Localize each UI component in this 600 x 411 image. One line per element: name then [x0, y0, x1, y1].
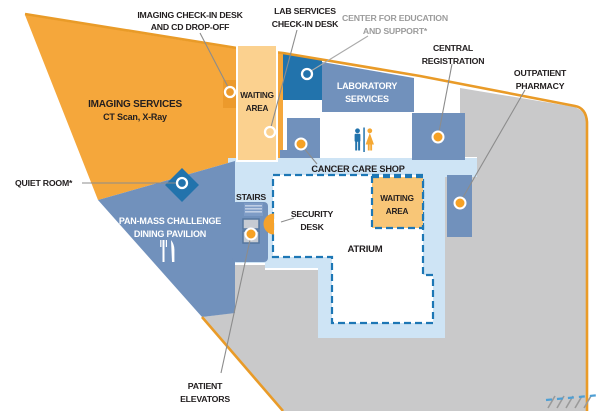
label-atrium: ATRIUM [347, 244, 382, 255]
label-outpatient-pharmacy-2: PHARMACY [516, 81, 565, 91]
label-laboratory-services-2: SERVICES [345, 94, 389, 104]
building-border-top [24, 12, 589, 411]
imaging-check-in-marker [223, 85, 237, 99]
label-cancer-care-shop: CANCER CARE SHOP [311, 164, 404, 174]
leader-security-desk [280, 217, 295, 223]
label-central-registration-1: CENTRAL [433, 43, 474, 53]
security-desk-icon [263, 213, 274, 235]
building-border-bottomleft [201, 316, 284, 411]
label-quiet-room: QUIET ROOM* [15, 178, 73, 188]
label-central-registration-2: REGISTRATION [422, 56, 485, 66]
hatch-mark [545, 393, 600, 409]
label-patient-elevators-2: ELEVATORS [180, 394, 230, 404]
dining-icon [160, 240, 175, 262]
label-center-education-1: CENTER FOR EDUCATION [342, 13, 448, 23]
label-waiting-imaging-1: WAITING [240, 91, 274, 100]
label-waiting-imaging-2: AREA [246, 104, 269, 113]
cancer-care-shop-marker [294, 137, 308, 151]
label-waiting-atrium-2: AREA [386, 207, 409, 216]
leader-lab-checkin [270, 29, 298, 128]
label-center-education-2: AND SUPPORT* [363, 26, 428, 36]
label-imaging-checkin-1: IMAGING CHECK-IN DESK [137, 10, 243, 20]
patient-elevators-marker [244, 227, 258, 241]
leader-imaging-checkin [199, 32, 229, 88]
outpatient-pharmacy-marker [453, 196, 467, 210]
dining-pavilion-area [98, 161, 235, 317]
quiet-room-room [165, 168, 199, 202]
label-lab-checkin-1: LAB SERVICES [274, 6, 336, 16]
stairs-icon [244, 203, 263, 216]
lab-check-in-marker [263, 125, 277, 139]
label-dining-pavilion-2: DINING PAVILION [134, 229, 206, 239]
imaging-services-area [25, 15, 283, 200]
atrium-waiting-area [370, 175, 425, 230]
label-patient-elevators-1: PATIENT [188, 381, 223, 391]
label-security-desk-1: SECURITY [291, 209, 334, 219]
restroom-icon [354, 127, 374, 152]
label-security-desk-2: DESK [300, 222, 324, 232]
leader-central-registration [438, 63, 453, 133]
label-imaging-services-2: CT Scan, X-Ray [103, 112, 167, 122]
label-imaging-checkin-2: AND CD DROP-OFF [151, 22, 230, 32]
label-laboratory-services-1: LABORATORY [337, 81, 398, 91]
leader-patient-elevators [220, 239, 251, 374]
leader-outpatient-pharmacy [461, 89, 526, 200]
central-registration-marker [431, 130, 445, 144]
imaging-waiting-area [236, 44, 278, 162]
label-stairs: STAIRS [236, 192, 266, 202]
leader-center-education [310, 35, 369, 72]
gray-nonpublic-area [202, 88, 587, 411]
label-lab-checkin-2: CHECK-IN DESK [272, 19, 339, 29]
label-outpatient-pharmacy-1: OUTPATIENT [514, 68, 567, 78]
laboratory-services-room [322, 62, 414, 112]
label-waiting-atrium-1: WAITING [380, 194, 414, 203]
leader-cancer-care-shop [302, 146, 318, 165]
center-education-marker [300, 67, 314, 81]
label-imaging-services-1: IMAGING SERVICES [88, 99, 182, 110]
label-dining-pavilion-1: PAN-MASS CHALLENGE [119, 216, 221, 226]
quiet-room-marker [175, 176, 189, 190]
